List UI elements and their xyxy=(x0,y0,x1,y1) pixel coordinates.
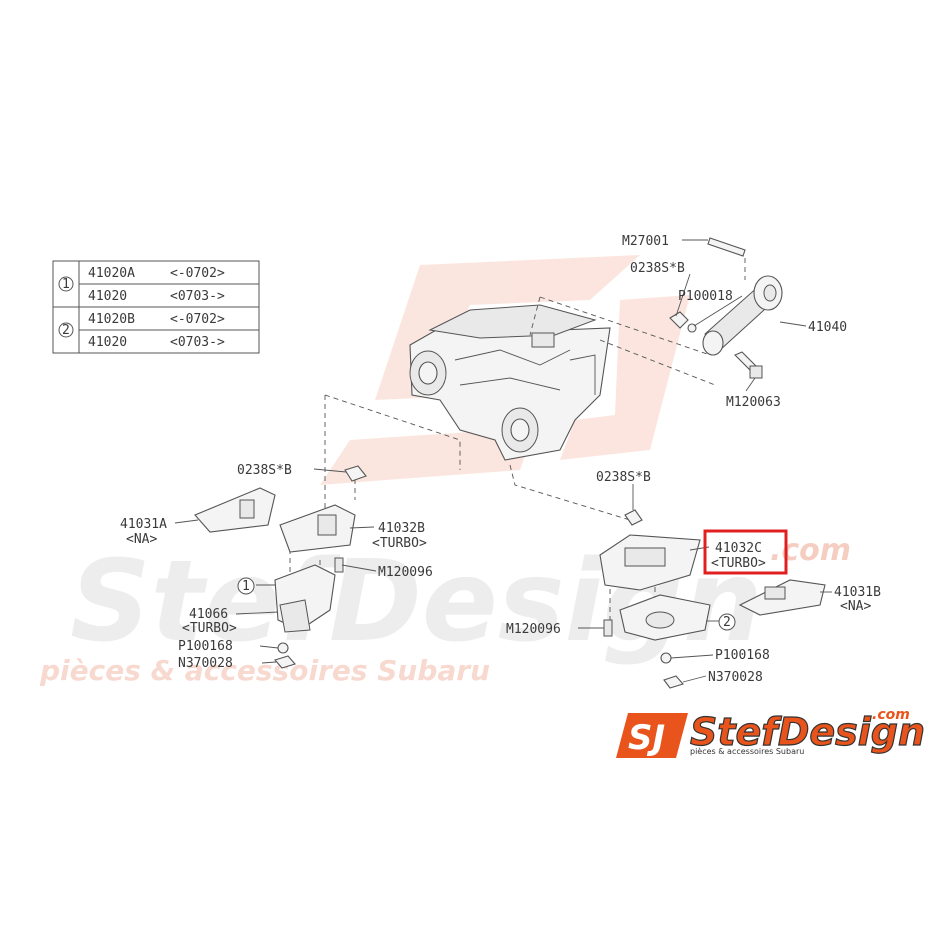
label-41031b: 41031B xyxy=(834,585,881,600)
label-41066-sub: <TURBO> xyxy=(182,621,237,636)
right-mount-assembly xyxy=(599,509,826,689)
watermark-dotcom: .com xyxy=(770,533,851,568)
table-row-part: 41020 xyxy=(88,289,127,304)
label-p100018: P100018 xyxy=(678,289,733,304)
label-41032c-sub: <TURBO> xyxy=(711,556,766,571)
table-row-part: 41020B xyxy=(88,312,135,327)
table-row-part: 41020A xyxy=(88,266,135,281)
label-41031b-sub: <NA> xyxy=(840,599,871,614)
reference-table: 1 2 41020A <-0702> 41020 <0703-> 41020B … xyxy=(52,260,260,354)
label-41032b-sub: <TURBO> xyxy=(372,536,427,551)
pitch-stop-assembly xyxy=(669,237,783,379)
label-p100168-right: P100168 xyxy=(715,648,770,663)
label-n370028-right: N370028 xyxy=(708,670,763,685)
label-n370028-left: N370028 xyxy=(178,656,233,671)
label-m120096-left: M120096 xyxy=(378,565,433,580)
label-0238s-top: 0238S*B xyxy=(630,261,685,276)
table-circle-2-icon xyxy=(58,322,74,338)
label-m27001: M27001 xyxy=(622,234,669,249)
label-41032b: 41032B xyxy=(378,521,425,536)
label-0238s-right: 0238S*B xyxy=(596,470,651,485)
callout-2: 2 xyxy=(723,615,731,630)
watermark-j-logo xyxy=(560,295,690,460)
logo-mark-icon xyxy=(616,713,688,758)
part-labels: M27001 0238S*B P100018 41040 M120063 023… xyxy=(120,234,881,685)
table-row-range: <-0702> xyxy=(170,312,225,327)
label-41066: 41066 xyxy=(189,607,228,622)
label-p100168-left: P100168 xyxy=(178,639,233,654)
left-mount-assembly xyxy=(194,465,367,669)
label-0238s-left: 0238S*B xyxy=(237,463,292,478)
label-41032c: 41032C xyxy=(715,541,762,556)
table-circle-1: 1 xyxy=(62,277,70,292)
logo-dotcom: .com xyxy=(872,707,910,723)
logo-mark: SJ xyxy=(628,718,665,758)
callout-1-icon xyxy=(237,577,255,595)
table-row-range: <0703-> xyxy=(170,289,225,304)
table-row-range: <0703-> xyxy=(170,335,225,350)
label-41040: 41040 xyxy=(808,320,847,335)
callout-2-icon xyxy=(718,613,736,631)
table-circle-1-icon xyxy=(58,276,74,292)
label-41031a: 41031A xyxy=(120,517,167,532)
leader-lines xyxy=(174,239,832,683)
label-41031a-sub: <NA> xyxy=(126,532,157,547)
table-circle-2: 2 xyxy=(62,323,70,338)
logo-brand: StefDesign xyxy=(690,710,925,754)
highlight-box xyxy=(703,529,788,575)
label-m120063: M120063 xyxy=(726,395,781,410)
stefdesign-logo: SJ StefDesign .com pièces & accessoires … xyxy=(616,707,926,758)
logo-tagline: pièces & accessoires Subaru xyxy=(690,746,804,756)
label-m120096-right: M120096 xyxy=(506,622,561,637)
engine-block-drawing xyxy=(409,304,611,461)
watermark-tagline: pièces & accessoires Subaru xyxy=(39,654,490,687)
table-row-part: 41020 xyxy=(88,335,127,350)
table-row-range: <-0702> xyxy=(170,266,225,281)
callout-1: 1 xyxy=(242,579,250,594)
